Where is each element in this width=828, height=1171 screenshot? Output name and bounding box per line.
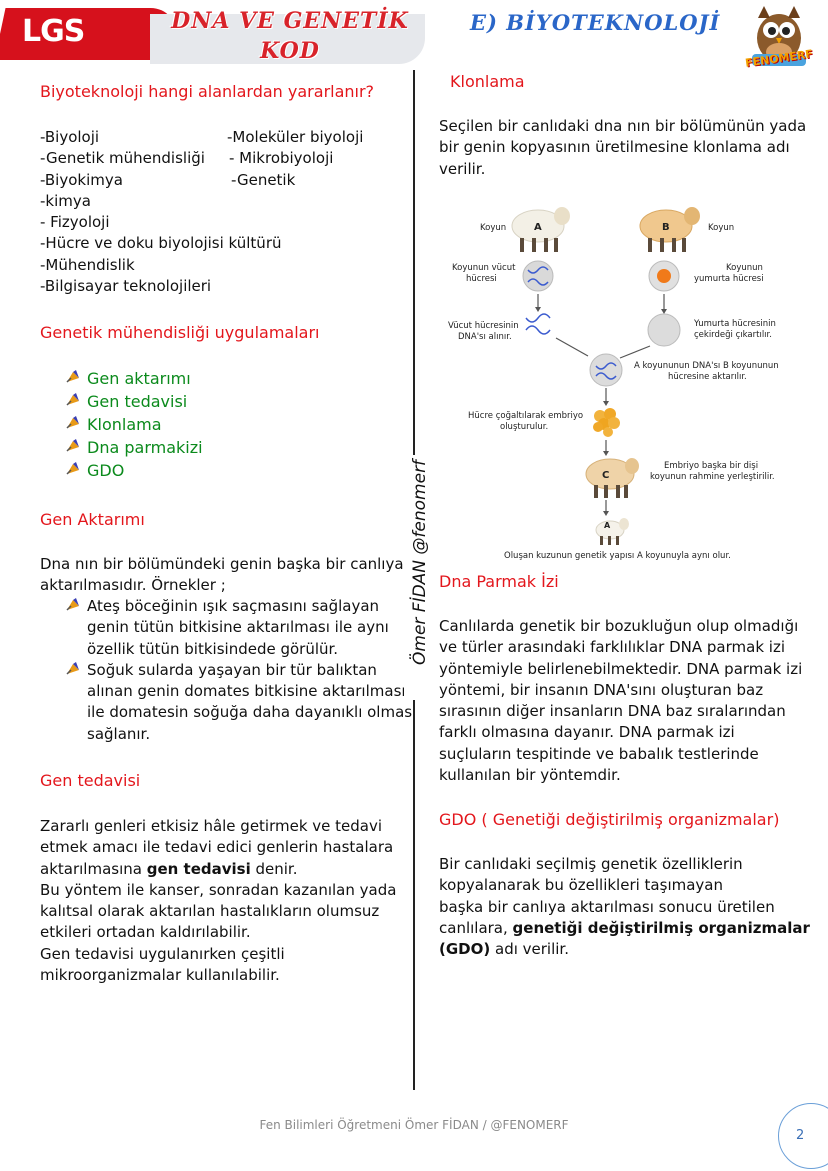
koyun-b-label: Koyun <box>708 223 734 233</box>
field-item: -Mühendislik <box>40 255 135 274</box>
page-title-line1: DNA VE GENETİK <box>171 8 409 34</box>
page-title-line2: KOD <box>260 38 320 64</box>
pin-bullet-icon <box>65 459 87 482</box>
title-band <box>150 14 425 64</box>
pin-bullet-icon <box>65 367 87 390</box>
sheep-a-letter: A <box>534 222 542 233</box>
field-item: -Biyokimya <box>40 170 123 189</box>
fields-list-col1: -Biyoloji -Genetik mühendisliği -Biyokim… <box>40 127 282 297</box>
koyun-a-label: Koyun <box>480 223 506 233</box>
dna-strand-icon <box>595 362 617 380</box>
fields-list-col2: -Moleküler biyoloji - Mikrobiyoloji -Gen… <box>227 127 363 191</box>
pin-bullet-icon <box>65 436 87 459</box>
sheep-b-icon: B <box>639 207 700 252</box>
gen-tedavisi-text: Zararlı genleri etkisiz hâle getirmek ve… <box>40 817 397 985</box>
parmak-izi-text: Canlılarda genetik bir bozukluğun olup o… <box>439 617 803 785</box>
list-item: Klonlama <box>65 413 203 436</box>
dna-strand-icon <box>525 313 551 335</box>
field-item: -Hücre ve doku biyolojisi kültürü <box>40 234 282 253</box>
klonlama-text: Seçilen bir canlıdaki dna nın bir bölümü… <box>439 117 807 178</box>
gen-aktarimi-title: Gen Aktarımı <box>40 510 145 529</box>
list-item: Soğuk sularda yaşayan bir tür balıktan a… <box>65 660 416 745</box>
list-item: GDO <box>65 459 203 482</box>
owl-mascot-icon <box>752 6 806 66</box>
pin-bullet-icon <box>65 413 87 436</box>
parmak-izi-title: Dna Parmak İzi <box>439 572 559 591</box>
field-item: -kimya <box>40 191 91 210</box>
field-item: -Moleküler biyoloji <box>227 128 364 146</box>
gen-aktarimi-text: Dna nın bir bölümündeki genin başka bir … <box>40 555 404 595</box>
sheep-a-icon: A <box>511 207 570 252</box>
field-item: - Mikrobiyoloji <box>229 149 334 168</box>
pin-bullet-icon <box>65 390 87 413</box>
list-item: Dna parmakizi <box>65 436 203 459</box>
author-credit: Ömer FİDAN @fenomerf <box>410 459 430 665</box>
list-item: Gen aktarımı <box>65 367 203 390</box>
field-item: -Bilgisayar teknolojileri <box>40 277 212 296</box>
klonlama-title: Klonlama <box>450 72 525 91</box>
apps-title: Genetik mühendisliği uygulamaları <box>40 323 320 342</box>
question-title: Biyoteknoloji hangi alanlardan yararlanı… <box>40 82 375 101</box>
sheep-c-letter: C <box>602 470 609 481</box>
sonuc-label: Oluşan kuzunun genetik yapısı A koyunuyl… <box>504 551 731 561</box>
page-number: 2 <box>796 1128 805 1143</box>
section-title: E) BİYOTEKNOLOJİ <box>470 10 721 35</box>
field-item: -Genetik <box>231 170 296 189</box>
lamb-icon: A <box>595 518 629 545</box>
embryo-icon <box>593 408 620 437</box>
lamb-letter: A <box>604 521 611 530</box>
field-item: -Genetik mühendisliği <box>40 149 205 168</box>
dna-strand-icon <box>527 266 549 286</box>
gen-tedavisi-title: Gen tedavisi <box>40 771 141 790</box>
apps-list: Gen aktarımı Gen tedavisi Klonlama Dna p… <box>65 367 203 482</box>
field-item: -Biyoloji <box>40 128 100 146</box>
pin-bullet-icon <box>65 596 87 618</box>
divider-gap <box>404 455 424 700</box>
footer-text: Fen Bilimleri Öğretmeni Ömer FİDAN / @FE… <box>259 1118 569 1132</box>
list-item: Gen tedavisi <box>65 390 203 413</box>
field-item: - Fizyoloji <box>40 213 110 232</box>
pin-bullet-icon <box>65 660 87 682</box>
header-badge: LGS <box>22 14 85 49</box>
gdo-title: GDO ( Genetiği değiştirilmiş organizmala… <box>439 810 780 829</box>
page-title: DNA VE GENETİK KOD <box>170 6 410 66</box>
sheep-b-letter: B <box>662 222 670 233</box>
list-item: Ateş böceğinin ışık saçmasını sağlayan g… <box>65 596 416 660</box>
examples-list: Ateş böceğinin ışık saçmasını sağlayan g… <box>65 596 416 745</box>
gdo-text: Bir canlıdaki seçilmiş genetik özellikle… <box>439 855 810 959</box>
sheep-c-icon: C <box>585 458 639 498</box>
